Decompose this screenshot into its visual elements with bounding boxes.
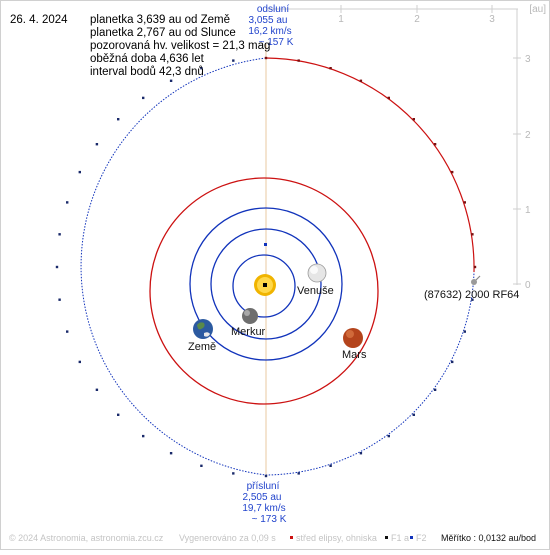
asteroid-label: (87632) 2000 RF64 xyxy=(424,289,519,301)
orbit-marker xyxy=(95,143,99,146)
x-tick-label-2: 2 xyxy=(414,14,420,25)
orbit-marker xyxy=(232,472,235,475)
info-line: planetka 2,767 au od Slunce xyxy=(90,27,236,39)
orbit-marker xyxy=(359,79,363,82)
date-display: 26. 4. 2024 xyxy=(10,14,68,26)
copyright: © 2024 Astronomia, astronomia.zcu.cz xyxy=(9,533,164,543)
mercury-orbit xyxy=(232,254,296,318)
y-tick-label-3: 3 xyxy=(525,54,531,65)
orbit-marker xyxy=(232,59,235,62)
aphelion-title: odsluní xyxy=(257,4,289,15)
perihelion-distance: 2,505 au xyxy=(243,492,282,503)
orbit-marker xyxy=(264,474,268,478)
orbit-marker xyxy=(433,143,437,146)
orbit-marker xyxy=(78,170,81,174)
orbit-marker xyxy=(471,298,474,301)
orbit-marker xyxy=(473,265,477,269)
perihelion-temperature: ~ 173 K xyxy=(252,514,287,525)
generated-time: Vygenerováno za 0,09 s xyxy=(179,533,276,543)
orbit-marker xyxy=(463,330,466,333)
info-line: planetka 3,639 au od Země xyxy=(90,14,230,26)
axis-unit: [au] xyxy=(529,4,546,15)
perihelion-title: přísluní xyxy=(247,481,280,492)
orbit-marker xyxy=(297,472,300,475)
sun-icon xyxy=(254,274,276,296)
focus-marker xyxy=(263,283,267,287)
orbit-marker xyxy=(58,298,61,301)
orbit-markers xyxy=(55,56,477,478)
scale-label: Měřítko : 0,0132 au/bod xyxy=(441,533,536,543)
info-line: pozorovaná hv. velikost = 21,3 mag xyxy=(90,40,270,52)
legend-f2: F2 xyxy=(416,533,427,543)
orbit-marker xyxy=(66,330,69,333)
info-line: oběžná doba 4,636 let xyxy=(90,53,205,65)
perihelion-speed: 19,7 km/s xyxy=(242,503,285,514)
earth-icon xyxy=(193,319,213,339)
earth-orbit xyxy=(189,207,343,361)
ellipse-center-marker xyxy=(264,243,267,246)
orbit-marker xyxy=(58,233,61,236)
orbit-marker xyxy=(463,201,466,204)
orbit-marker xyxy=(412,413,415,416)
asteroid-orbit-below xyxy=(80,57,475,476)
legend-center: střed elipsy, ohniska xyxy=(296,533,377,543)
orbit-marker xyxy=(66,201,69,204)
aphelion-speed: 16,2 km/s xyxy=(248,26,291,37)
venus-orbit xyxy=(210,228,322,340)
orbit-marker xyxy=(451,360,454,364)
aphelion-temperature: ~ 157 K xyxy=(259,37,294,48)
y-tick-label-1: 1 xyxy=(525,205,531,216)
ellipse-center-legend-marker xyxy=(290,536,293,539)
orbit-marker xyxy=(200,67,203,70)
orbit-marker xyxy=(471,233,474,236)
orbit-marker xyxy=(359,452,363,455)
x-tick-label-3: 3 xyxy=(489,14,495,25)
y-tick-label-2: 2 xyxy=(525,130,531,141)
mercury-label: Merkur xyxy=(231,326,266,338)
asteroid-orbit-above xyxy=(265,57,475,273)
mars-orbit xyxy=(149,177,379,405)
scale-axes xyxy=(266,5,521,285)
mars-label: Mars xyxy=(342,349,367,361)
orbit-marker xyxy=(412,118,415,121)
orbit-marker xyxy=(329,67,332,70)
f2-legend-marker xyxy=(410,536,413,539)
y-tick-label-0: 0 xyxy=(525,280,531,291)
asteroid-icon xyxy=(471,275,481,285)
venus-icon xyxy=(307,263,327,283)
mercury-icon xyxy=(242,308,258,324)
orbit-marker xyxy=(200,464,203,467)
orbit-marker xyxy=(387,434,390,438)
orbit-marker xyxy=(78,360,81,364)
orbit-marker xyxy=(451,170,454,174)
orbit-marker xyxy=(142,434,145,438)
aphelion-distance: 3,055 au xyxy=(249,15,288,26)
earth-label: Země xyxy=(188,341,216,353)
orbit-marker xyxy=(169,452,173,455)
venus-label: Venuše xyxy=(297,285,334,297)
orbit-marker xyxy=(297,59,300,62)
mars-icon xyxy=(343,328,363,348)
f1-legend-marker xyxy=(385,536,388,539)
orbit-marker xyxy=(433,388,437,391)
orbit-marker xyxy=(117,413,120,416)
info-line: interval bodů 42,3 dnů xyxy=(90,66,204,78)
orbit-marker xyxy=(264,56,268,60)
orbit-marker xyxy=(169,79,173,82)
x-tick-label-1: 1 xyxy=(338,14,344,25)
orbit-marker xyxy=(55,265,59,269)
legend-f1: F1 a xyxy=(391,533,409,543)
orbit-marker xyxy=(329,464,332,467)
orbit-marker xyxy=(142,96,145,100)
orbit-marker xyxy=(95,388,99,391)
orbit-marker xyxy=(387,96,390,100)
orbit-marker xyxy=(117,118,120,121)
